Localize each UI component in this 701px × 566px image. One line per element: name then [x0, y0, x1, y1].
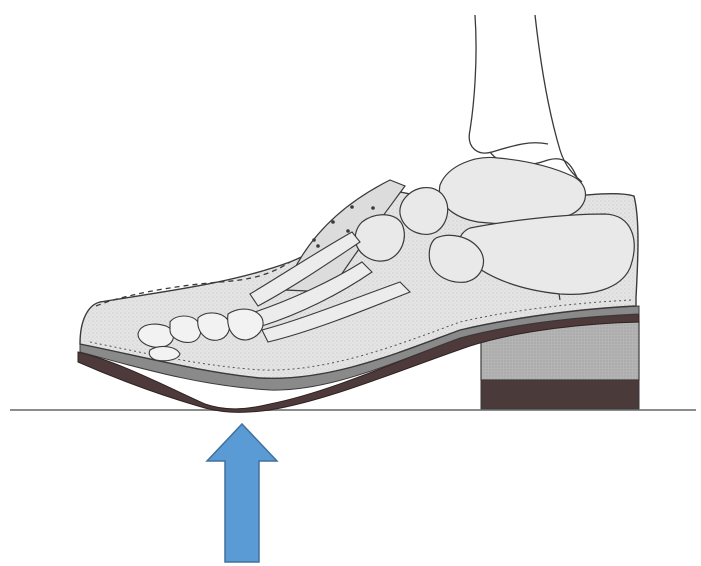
- heel-lift: [481, 380, 639, 409]
- phalanx-middle: [170, 316, 201, 342]
- up-arrow-icon: [207, 424, 277, 562]
- talus: [439, 157, 585, 223]
- toe-2: [149, 347, 180, 361]
- tibia: [469, 15, 548, 153]
- cuneiform: [355, 215, 404, 261]
- fibula: [535, 15, 582, 182]
